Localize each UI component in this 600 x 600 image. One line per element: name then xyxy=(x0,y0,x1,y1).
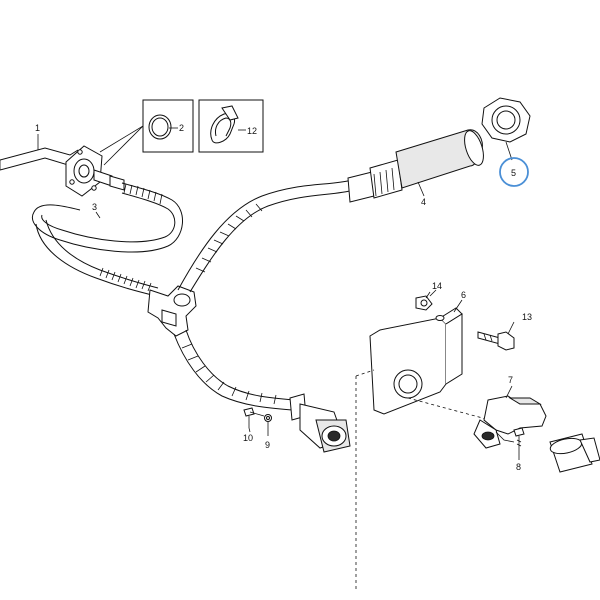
callout-14: 14 xyxy=(432,281,442,291)
callout-6: 6 xyxy=(461,290,466,300)
callout-9: 9 xyxy=(265,440,270,450)
part-fitting xyxy=(93,169,125,191)
part-small-nut xyxy=(415,291,433,311)
inset-box-o-ring xyxy=(142,99,194,153)
part-nut xyxy=(481,97,531,161)
part-upper-harness xyxy=(177,179,355,293)
part-clip-screw xyxy=(243,407,265,428)
callout-3: 3 xyxy=(92,202,97,212)
callouts: 1 2 3 4 5 6 7 8 9 10 12 13 14 xyxy=(35,123,532,472)
part-lower-connector xyxy=(289,393,351,453)
callout-8: 8 xyxy=(516,462,521,472)
part-sleeve xyxy=(347,129,484,203)
callout-leaders xyxy=(37,134,520,460)
callout-2: 2 xyxy=(179,123,184,133)
part-sensor-cylinder xyxy=(549,433,600,473)
callout-13: 13 xyxy=(522,312,532,322)
callout-5: 5 xyxy=(511,168,516,178)
part-lower-harness xyxy=(173,329,295,411)
part-y-junction xyxy=(147,285,197,337)
highlight-ring xyxy=(499,157,529,187)
part-flange xyxy=(65,145,103,197)
part-bolt xyxy=(477,331,515,351)
part-screw xyxy=(513,427,525,450)
inset-leaders xyxy=(99,125,144,166)
callout-5-highlight: 5 xyxy=(499,157,529,187)
callout-4: 4 xyxy=(421,197,426,207)
part-washer xyxy=(264,414,272,436)
inset-box-hose-clamp xyxy=(198,99,264,153)
part-bracket xyxy=(355,307,491,590)
callout-12: 12 xyxy=(247,126,257,136)
callout-10: 10 xyxy=(243,433,253,443)
part-hose-braided xyxy=(32,182,184,297)
callout-7: 7 xyxy=(508,375,513,385)
callout-1: 1 xyxy=(35,123,40,133)
part-sensor-connector xyxy=(473,395,547,449)
